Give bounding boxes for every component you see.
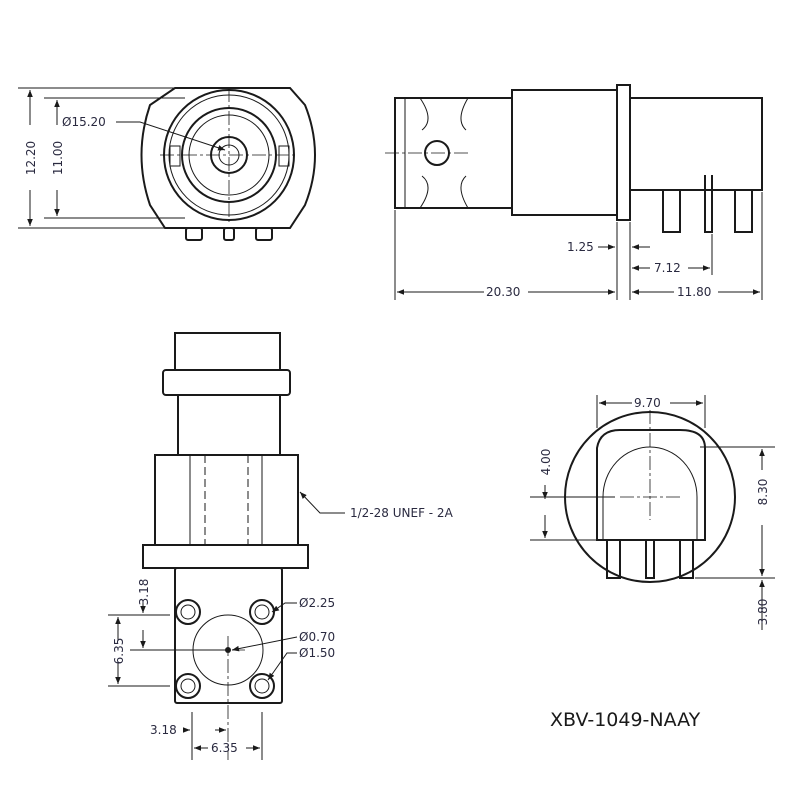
dim-vert-spacing: 6.35 xyxy=(112,638,126,665)
dim-center-height: 4.00 xyxy=(539,449,553,476)
dim-height-inner: 11.00 xyxy=(51,141,65,175)
dim-front-length: 20.30 xyxy=(486,285,520,299)
part-number: XBV-1049-NAAY xyxy=(550,709,701,731)
dim-total-height: 8.30 xyxy=(756,479,770,506)
dim-rear-length: 11.80 xyxy=(677,285,711,299)
dim-height-outer: 12.20 xyxy=(24,141,38,175)
dim-center-pin: Ø0.70 xyxy=(299,630,335,644)
bottom-view: 1/2-28 UNEF - 2A Ø2.25 Ø0.70 Ø1.50 3.18 … xyxy=(108,332,454,760)
front-view: 12.20 11.00 Ø15.20 xyxy=(18,87,316,241)
rear-view: 9.70 4.00 8.30 3.80 xyxy=(530,395,775,630)
dim-pin-offset: 7.12 xyxy=(654,261,681,275)
side-view: 1.25 7.12 20.30 11.80 xyxy=(385,84,763,300)
thread-callout: 1/2-28 UNEF - 2A xyxy=(350,506,454,520)
dim-diameter: Ø15.20 xyxy=(62,115,106,129)
dim-horiz-spacing: 6.35 xyxy=(211,741,238,755)
dim-pin-length: 3.80 xyxy=(756,599,770,626)
dim-hole-large: Ø2.25 xyxy=(299,596,335,610)
dim-horiz-offset: 3.18 xyxy=(150,723,177,737)
dim-width: 9.70 xyxy=(634,396,661,410)
dim-flange: 1.25 xyxy=(567,240,594,254)
mounting-holes xyxy=(175,599,275,699)
dim-vert-offset: 3.18 xyxy=(137,579,151,606)
dim-hole-small: Ø1.50 xyxy=(299,646,335,660)
